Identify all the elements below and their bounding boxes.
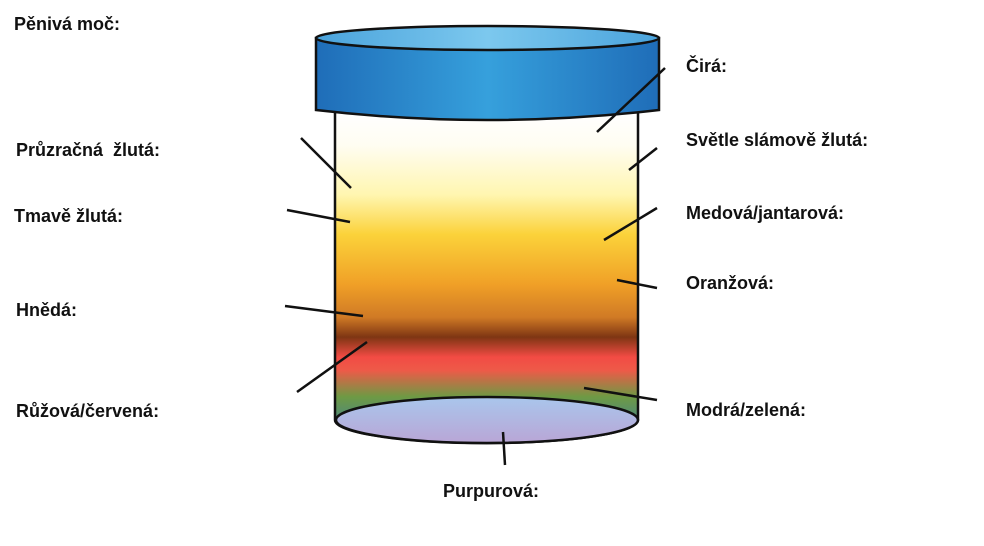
line-dark-yellow — [286, 208, 351, 224]
leader-lines — [284, 67, 666, 466]
line-orange — [616, 278, 658, 290]
label-clear-yellow: Průzračná žlutá: — [16, 140, 161, 160]
label-dark-yellow: Tmavě žlutá: — [14, 206, 124, 226]
line-honey — [603, 206, 658, 242]
jar-body — [333, 110, 640, 445]
jar-bottom — [334, 395, 640, 445]
label-foamy: Pěnivá moč: — [14, 14, 121, 34]
label-honey-amber: Medová/jantarová: — [686, 203, 845, 223]
line-pink-red — [296, 340, 368, 394]
label-brown: Hnědá: — [16, 300, 78, 320]
label-light-straw: Světle slámově žlutá: — [686, 130, 869, 150]
label-clear: Čirá: — [686, 56, 728, 76]
line-clear-yellow — [300, 137, 352, 189]
line-blue-green — [583, 386, 658, 402]
line-brown — [284, 304, 364, 318]
label-pink-red: Růžová/červená: — [16, 401, 160, 421]
jar-lid — [314, 24, 661, 122]
label-orange: Oranžová: — [686, 273, 775, 293]
line-purple — [501, 431, 507, 466]
line-light-straw — [628, 147, 658, 171]
label-purple: Purpurová: — [443, 481, 540, 501]
line-clear — [596, 67, 666, 133]
label-blue-green: Modrá/zelená: — [686, 400, 807, 420]
